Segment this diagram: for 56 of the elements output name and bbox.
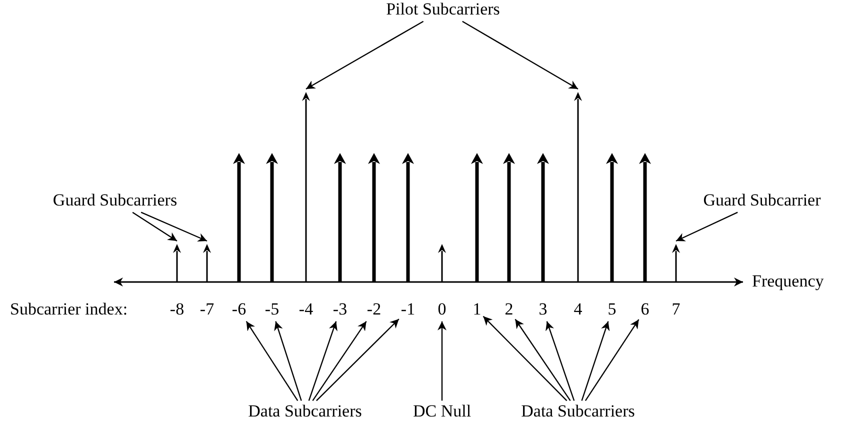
subcarrier-index: 2 xyxy=(504,300,514,320)
axis-label: Frequency xyxy=(752,272,824,292)
callout-label: Data Subcarriers xyxy=(248,402,362,422)
callout-label: Pilot Subcarriers xyxy=(386,0,500,20)
subcarrier-index: -6 xyxy=(232,300,246,320)
subcarrier-index: 4 xyxy=(574,300,582,320)
subcarrier-index: -3 xyxy=(332,300,348,320)
subcarrier-spike xyxy=(173,244,181,282)
leader-line xyxy=(581,321,610,401)
subcarrier-index: 1 xyxy=(472,300,482,320)
leader-line xyxy=(482,316,568,402)
leader-line xyxy=(306,20,424,90)
subcarrier-index: 3 xyxy=(538,300,548,320)
axis-caption: Subcarrier index: xyxy=(10,300,128,320)
data-subcarrier-spike xyxy=(266,153,278,282)
callout-label: Data Subcarriers xyxy=(521,402,635,422)
subcarrier-spike xyxy=(672,244,680,282)
subcarrier-index: -1 xyxy=(400,300,416,320)
subcarrier-spike xyxy=(302,92,310,282)
leader-line xyxy=(546,321,575,401)
data-subcarrier-spike xyxy=(606,153,618,282)
leader-line xyxy=(308,321,338,401)
subcarrier-index: 7 xyxy=(672,300,680,320)
data-subcarrier-spike xyxy=(334,153,346,282)
subcarrier-index: 6 xyxy=(640,300,650,320)
subcarrier-index: -2 xyxy=(366,300,382,320)
leader-line xyxy=(312,321,367,401)
leader-line xyxy=(514,318,571,401)
subcarrier-spike xyxy=(438,244,446,282)
subcarrier-index: -8 xyxy=(170,300,184,320)
subcarrier-index: -4 xyxy=(298,300,314,320)
subcarrier-spike xyxy=(574,92,582,282)
data-subcarrier-spike xyxy=(471,153,483,282)
leader-line xyxy=(140,212,208,242)
callout-label: Guard Subcarriers xyxy=(52,192,178,210)
leader-line xyxy=(274,321,302,401)
subcarrier-index: 0 xyxy=(438,300,446,320)
leader-line xyxy=(462,20,578,90)
data-subcarrier-spike xyxy=(368,153,380,282)
leader-line xyxy=(584,319,640,401)
callout-label: DC Null xyxy=(412,402,472,422)
leader-line xyxy=(438,321,446,401)
data-subcarrier-spike xyxy=(537,153,549,282)
callout-label: Guard Subcarrier xyxy=(703,192,821,210)
leader-line xyxy=(132,212,178,242)
subcarrier-index: 5 xyxy=(608,300,616,320)
leader-line xyxy=(676,212,738,242)
data-subcarrier-spike xyxy=(503,153,515,282)
data-subcarrier-spike xyxy=(402,153,414,282)
data-subcarrier-spike xyxy=(639,153,651,282)
subcarrier-index: -7 xyxy=(200,300,214,320)
leader-line xyxy=(316,318,400,402)
data-subcarrier-spike xyxy=(233,153,245,282)
leader-line xyxy=(246,321,298,401)
subcarrier-spike xyxy=(203,244,211,282)
subcarrier-index: -5 xyxy=(264,300,280,320)
